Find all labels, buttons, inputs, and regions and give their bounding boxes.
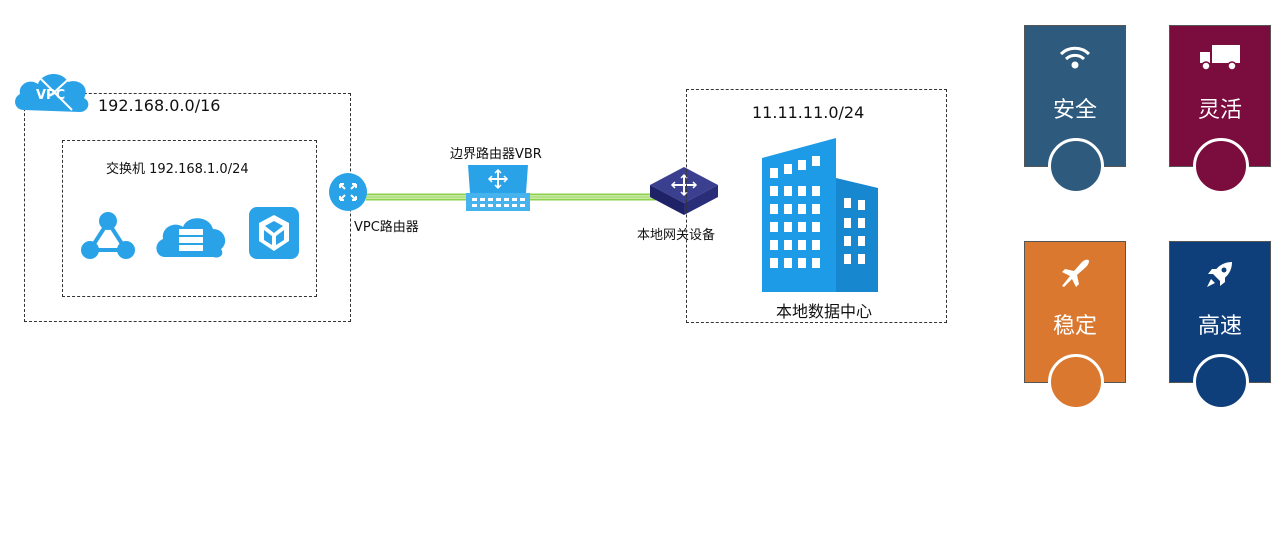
feature-circle <box>1048 138 1104 194</box>
vpc-router-label: VPC路由器 <box>354 220 419 235</box>
feature-label: 高速 <box>1197 314 1242 339</box>
feature-label: 灵活 <box>1197 98 1242 123</box>
security-shield-icon <box>249 207 299 259</box>
vpc-cloud-badge: VPC <box>10 66 94 118</box>
switch-label: 交换机 192.168.1.0/24 <box>106 162 249 177</box>
datacenter-cidr: 11.11.11.0/24 <box>752 103 865 122</box>
feature-card-fast: 高速 <box>1169 241 1271 410</box>
building-icon <box>754 136 882 292</box>
feature-label: 稳定 <box>1052 314 1097 339</box>
vpc-router-icon <box>328 172 368 212</box>
cloud-server-icon <box>153 213 227 259</box>
datacenter-label: 本地数据中心 <box>776 302 873 321</box>
feature-label: 安全 <box>1052 98 1097 123</box>
airplane-icon <box>1025 258 1125 294</box>
feature-circle <box>1193 138 1249 194</box>
vbr-router-icon <box>464 163 532 213</box>
vpc-badge-label: VPC <box>36 88 66 103</box>
feature-card-flexible: 灵活 <box>1169 25 1271 194</box>
gateway-label: 本地网关设备 <box>637 228 716 243</box>
datacenter-region <box>686 89 947 323</box>
vpc-cidr: 192.168.0.0/16 <box>98 96 221 115</box>
network-share-icon <box>80 210 136 260</box>
rocket-icon <box>1170 258 1270 294</box>
feature-circle <box>1048 354 1104 410</box>
gateway-device-icon <box>648 165 720 217</box>
feature-card-security: 安全 <box>1024 25 1126 194</box>
vbr-label: 边界路由器VBR <box>450 147 542 162</box>
wifi-icon <box>1025 42 1125 76</box>
feature-card-stable: 稳定 <box>1024 241 1126 410</box>
feature-circle <box>1193 354 1249 410</box>
truck-icon <box>1170 42 1270 76</box>
switch-region <box>62 140 317 297</box>
cloud-icon <box>15 73 89 112</box>
